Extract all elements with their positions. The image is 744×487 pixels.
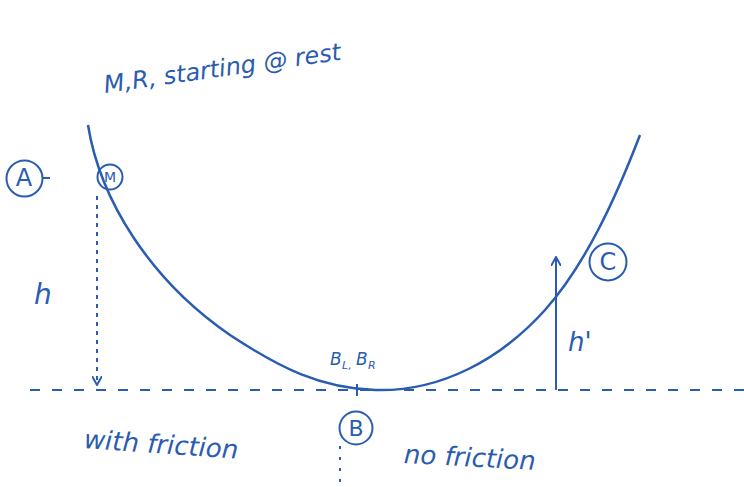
circle-marker: C <box>588 242 628 282</box>
annotation-label: no friction <box>403 440 536 475</box>
point-letter: A <box>5 159 44 198</box>
annotation-label: B <box>330 350 342 369</box>
a-tick <box>42 177 50 179</box>
annotation-label: h <box>34 280 52 311</box>
circle-marker: A <box>5 159 44 198</box>
annotation-label: with friction <box>83 425 239 464</box>
circle-marker: M <box>96 163 124 191</box>
annotation-label: M,R, starting @ rest <box>102 39 342 98</box>
annotation-label: L, <box>342 360 352 372</box>
height-arrow-c <box>555 258 557 390</box>
divider <box>339 446 341 485</box>
height-arrow <box>96 196 98 384</box>
baseline <box>30 389 744 391</box>
point-letter: C <box>588 242 628 282</box>
annotation-label: B <box>356 350 368 369</box>
track-curve <box>88 125 640 390</box>
annotation-label: h' <box>568 328 592 357</box>
point-letter: M <box>96 163 124 191</box>
circle-marker: B <box>338 410 374 446</box>
point-letter: B <box>338 410 374 446</box>
b-tick <box>356 384 358 396</box>
annotation-label: R <box>368 360 376 372</box>
